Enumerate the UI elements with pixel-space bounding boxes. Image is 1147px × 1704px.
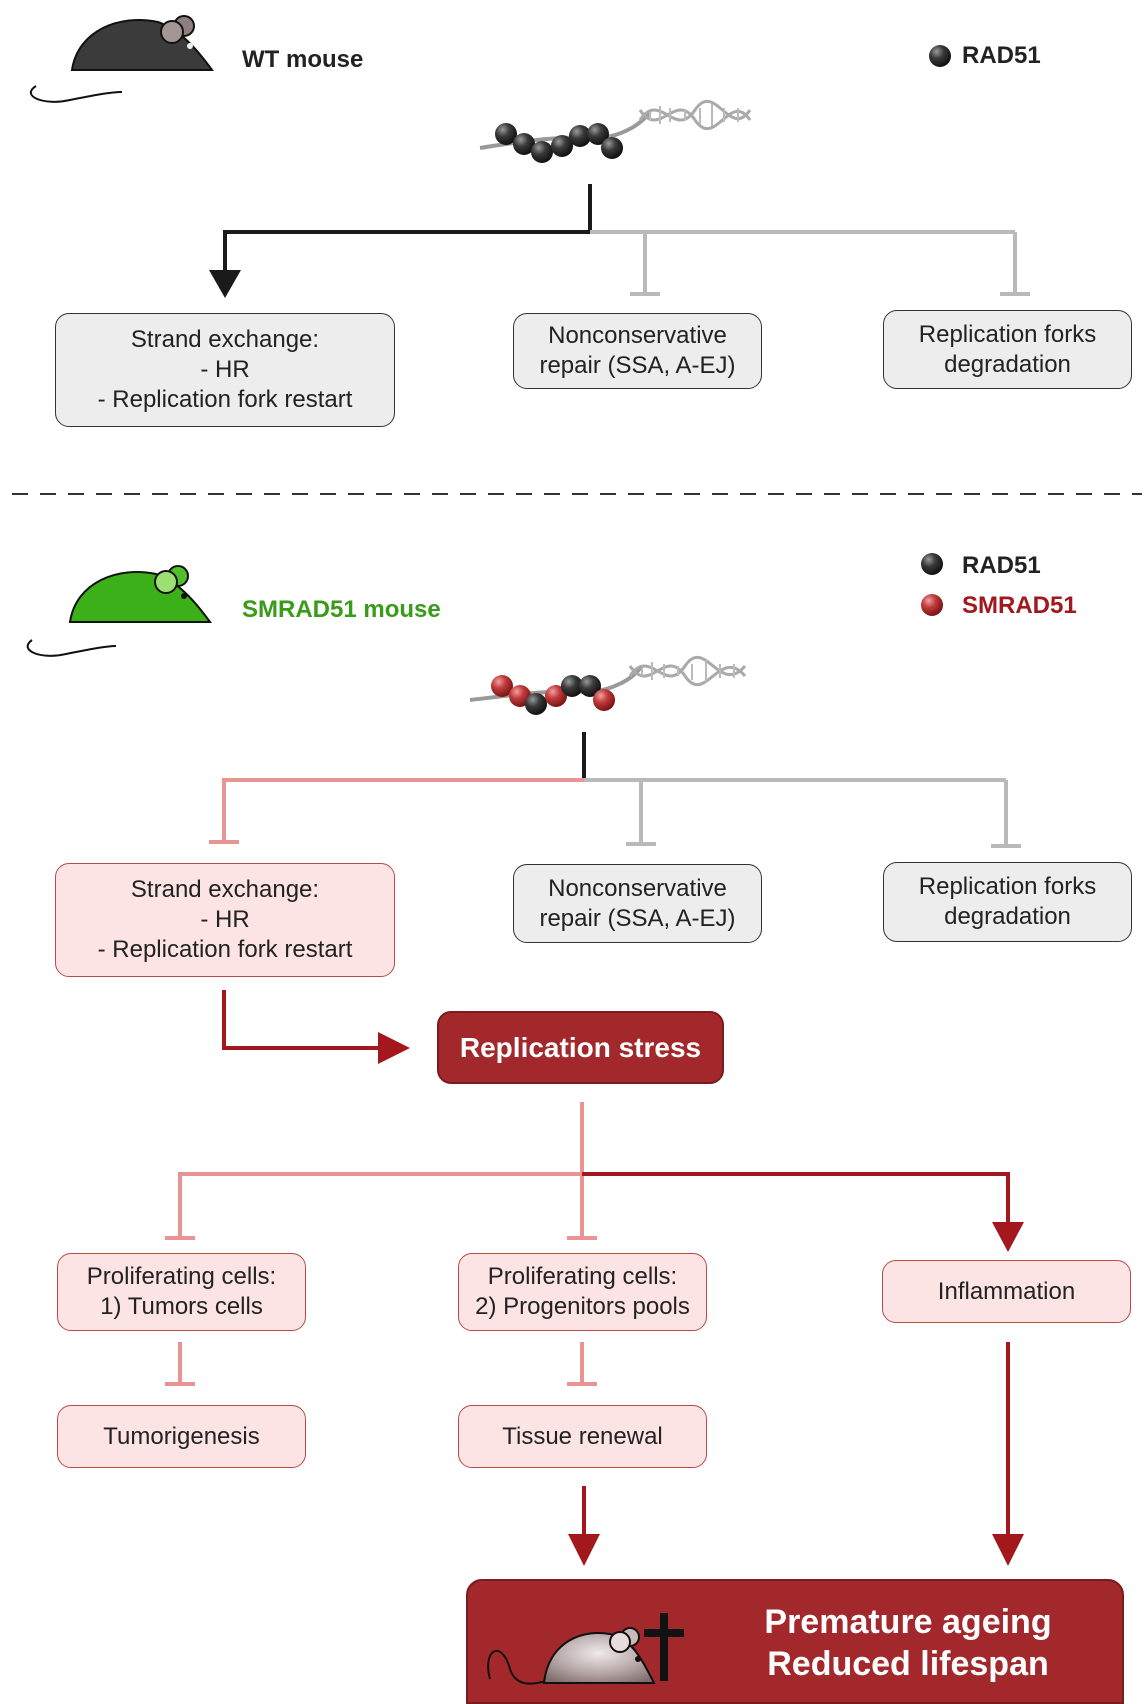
box-line: Nonconservative — [548, 322, 727, 349]
outcome-line-premature-ageing: Premature ageing — [764, 1603, 1052, 1641]
replication-stress-box: Replication stress — [437, 1011, 724, 1084]
smrad51-legend-ball-icon — [921, 594, 943, 616]
box-line: Proliferating cells: — [487, 1263, 678, 1290]
wt-strand-exchange-box: Strand exchange: - HR - Replication fork… — [55, 313, 395, 427]
wt-nonconservative-repair-box: Nonconservative repair (SSA, A-EJ) — [513, 313, 762, 389]
box-line: Strand exchange: — [130, 876, 320, 903]
smrad-strand-exchange-box: Strand exchange: - HR - Replication fork… — [55, 863, 395, 977]
smrad51-branch-lines — [209, 732, 1021, 848]
wt-branch-lines — [209, 184, 1030, 298]
arrows-to-outcome — [568, 1342, 1024, 1566]
box-line: degradation — [944, 903, 1071, 930]
smrad-fork-degradation-box: Replication forks degradation — [883, 862, 1132, 942]
smrad-legend-rad51: RAD51 — [962, 552, 1041, 579]
inflammation-box: Inflammation — [882, 1260, 1131, 1323]
cross-icon — [644, 1613, 684, 1681]
smrad51-mouse-icon — [26, 565, 212, 657]
box-line: - HR — [200, 906, 250, 933]
outcome-text: Premature ageing Reduced lifespan — [698, 1601, 1118, 1685]
smrad51-dna-complex-icon — [469, 656, 747, 715]
box-line: Nonconservative — [548, 874, 727, 902]
replication-stress-branches — [165, 1102, 1024, 1252]
box-line: degradation — [944, 350, 1071, 378]
box-line: Replication forks — [918, 873, 1097, 900]
box-line: Replication forks — [918, 320, 1097, 348]
box-line: Strand exchange: — [130, 326, 320, 353]
tissue-renewal-box: Tissue renewal — [458, 1405, 707, 1468]
box-line: repair (SSA, A-EJ) — [539, 904, 736, 932]
cell-inhibition-lines — [165, 1342, 597, 1386]
tumor-cells-box: Proliferating cells: 1) Tumors cells — [57, 1253, 306, 1331]
outcome-box: Premature ageing Reduced lifespan — [466, 1579, 1124, 1704]
box-line: - HR — [200, 356, 250, 383]
progenitor-pools-box: Proliferating cells: 2) Progenitors pool… — [458, 1253, 707, 1331]
aged-mouse-icon — [487, 1627, 656, 1685]
wt-fork-degradation-box: Replication forks degradation — [883, 310, 1132, 389]
box-line: 2) Progenitors pools — [475, 1293, 690, 1320]
tumorigenesis-box: Tumorigenesis — [57, 1405, 306, 1468]
wt-rad51-dna-complex-icon — [479, 100, 752, 163]
box-line: - Replication fork restart — [97, 936, 353, 963]
wt-mouse-label: WT mouse — [242, 46, 364, 73]
smrad51-mouse-label: SMRAD51 mouse — [242, 596, 441, 623]
outcome-line-reduced-lifespan: Reduced lifespan — [767, 1645, 1049, 1683]
box-line: repair (SSA, A-EJ) — [539, 352, 736, 379]
smrad-nonconservative-repair-box: Nonconservative repair (SSA, A-EJ) — [513, 864, 762, 943]
box-line: Proliferating cells: — [86, 1263, 277, 1290]
wt-legend-rad51: RAD51 — [962, 42, 1041, 69]
box-line: - Replication fork restart — [97, 386, 353, 413]
box-line: 1) Tumors cells — [100, 1293, 263, 1320]
rad51-legend-ball-icon — [929, 45, 951, 67]
arrow-to-replication-stress — [222, 990, 410, 1064]
rad51-legend-ball-icon — [921, 553, 943, 575]
wt-mouse-icon — [29, 15, 214, 103]
smrad-legend-smrad51: SMRAD51 — [962, 592, 1077, 619]
